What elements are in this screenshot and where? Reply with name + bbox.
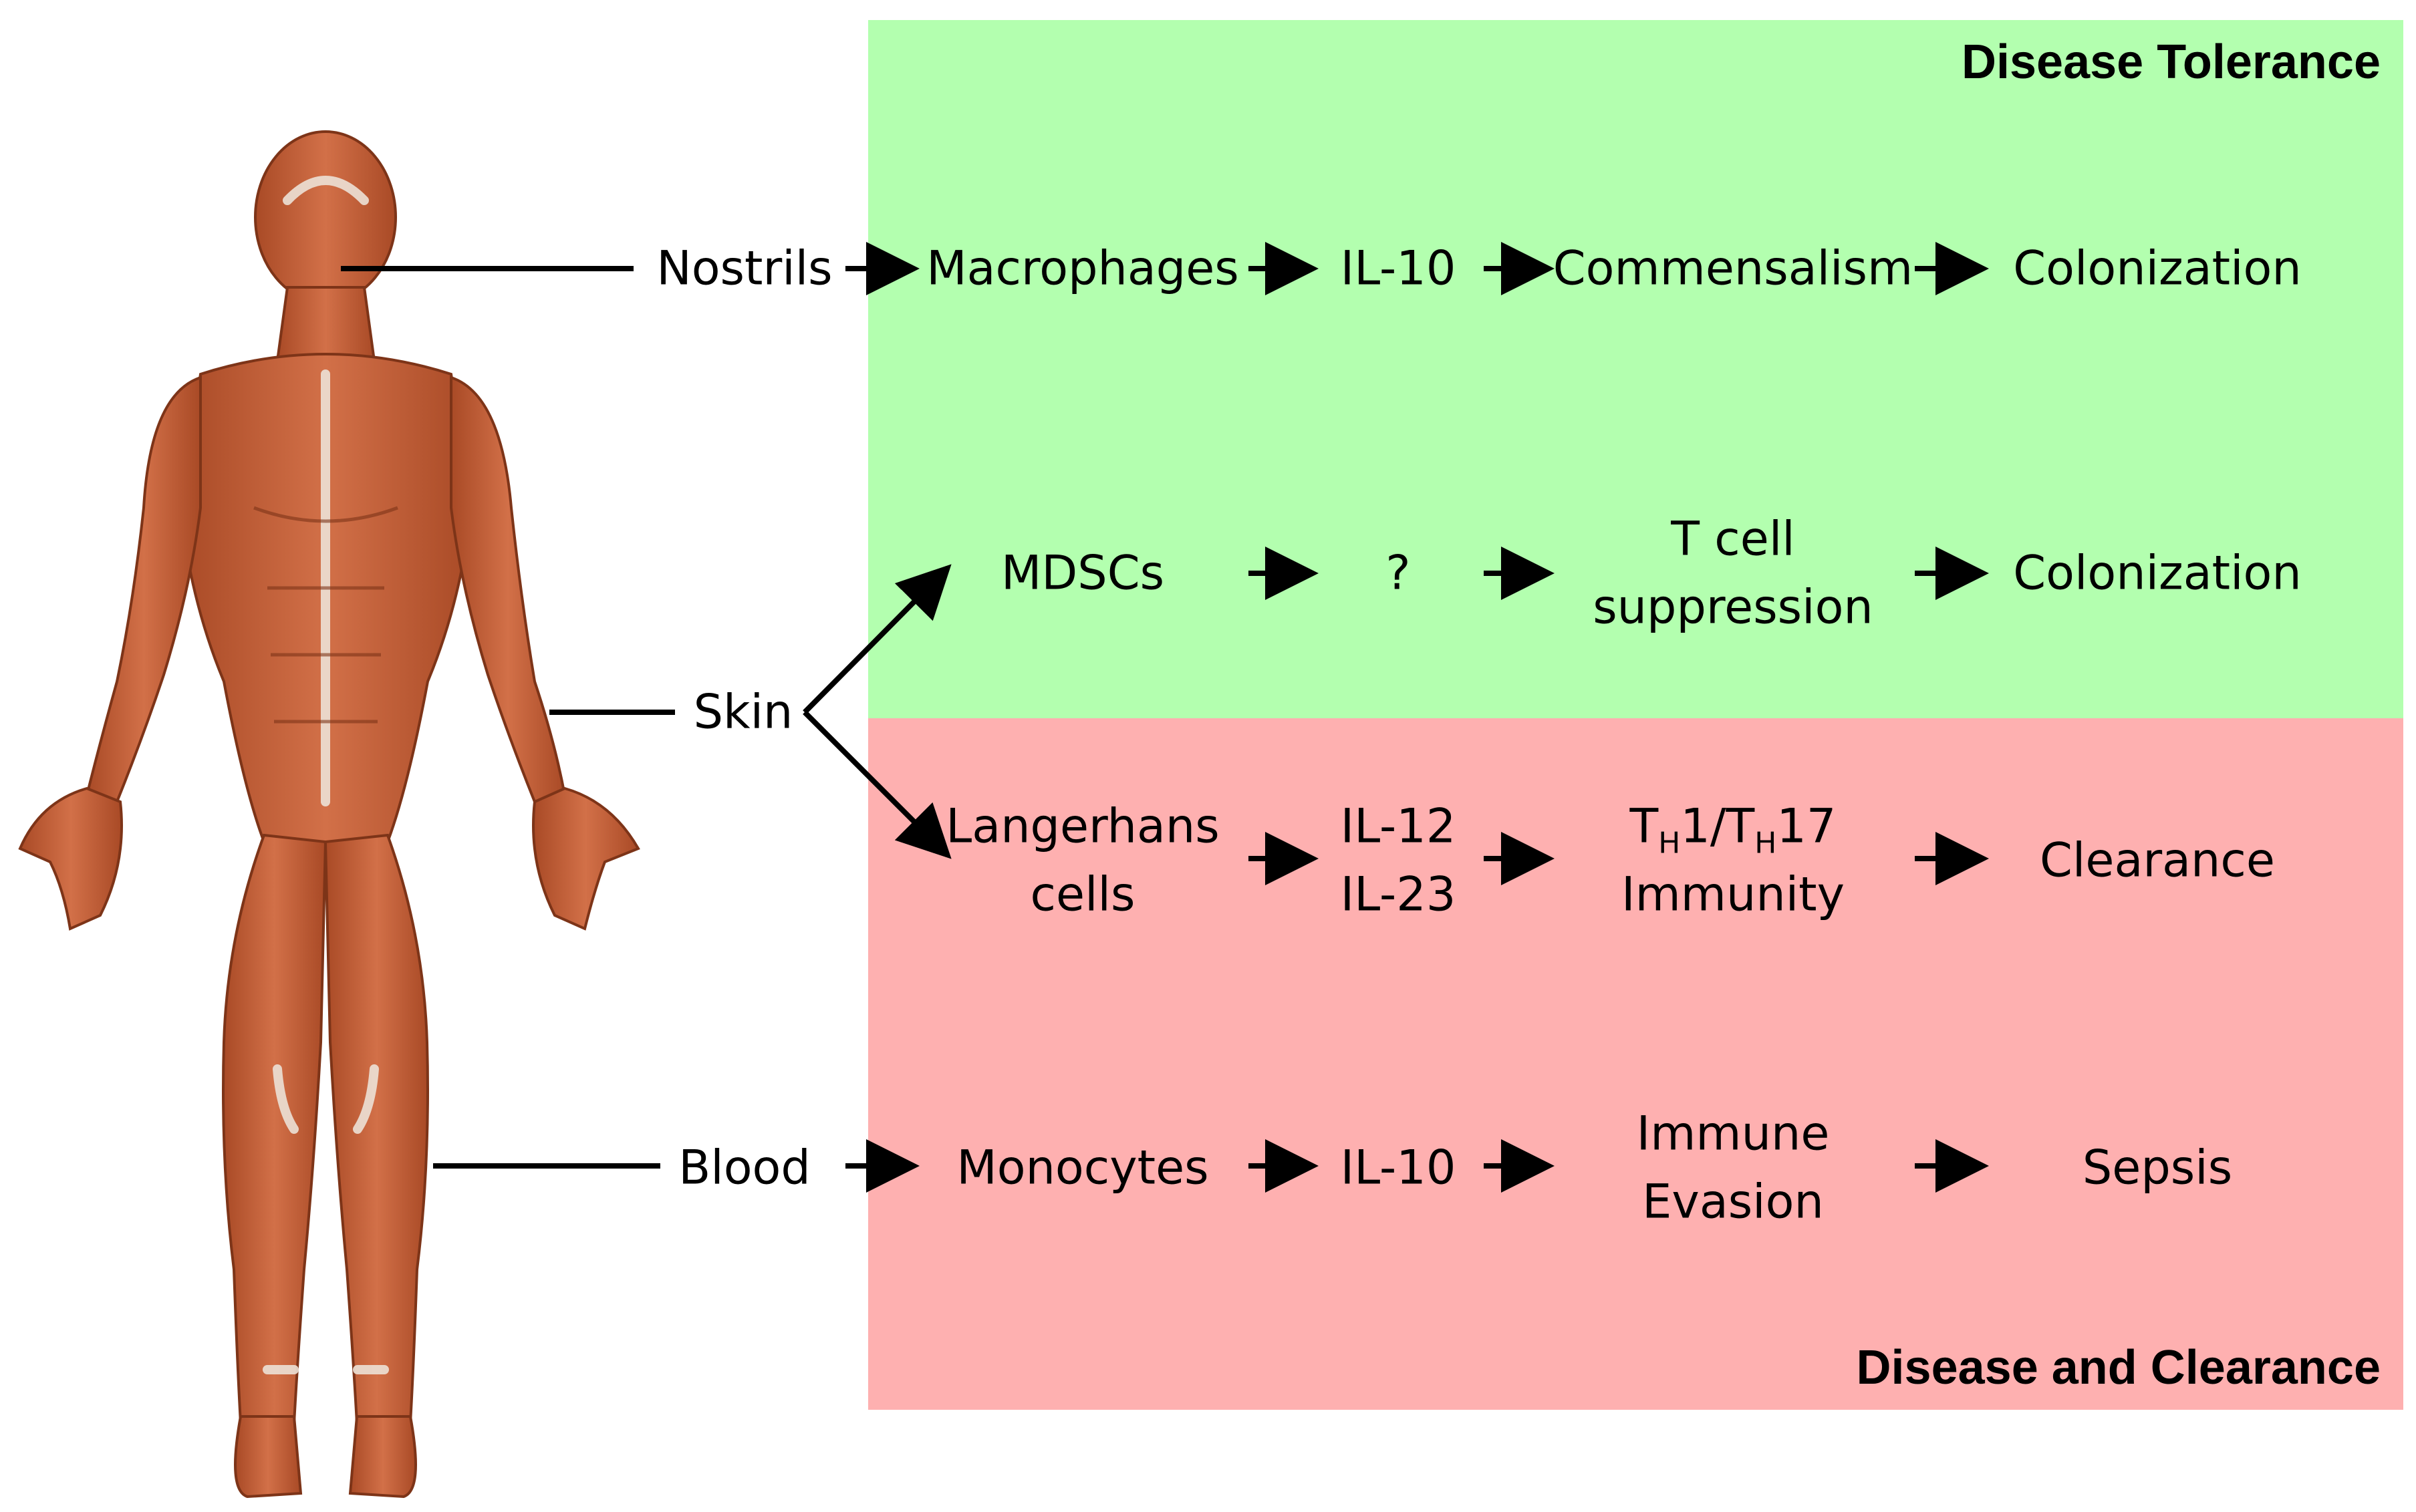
mdscs-label: MDSCs (1000, 545, 1165, 601)
th1-th17-line: TH1/TH17 (1629, 798, 1837, 861)
il10-label: IL-10 (1340, 241, 1456, 296)
colonization-label-2: Colonization (2013, 545, 2302, 601)
il12-il23-label: IL-12 IL-23 (1341, 793, 1456, 929)
skin-branch-up-arrow-icon (803, 564, 952, 714)
suppression-line: suppression (1593, 579, 1873, 634)
evasion-line: Evasion (1642, 1174, 1824, 1229)
colonization-label: Colonization (2013, 241, 2302, 296)
commensalism-label: Commensalism (1553, 241, 1913, 296)
langerhans-line: Langerhans (946, 798, 1220, 854)
immune-line: Immune (1636, 1106, 1830, 1161)
skin-branch-down-arrow-icon (803, 710, 952, 859)
immune-evasion-label: Immune Evasion (1637, 1100, 1830, 1236)
t-cell-suppression-label: T cell suppression (1593, 506, 1873, 641)
cells-line: cells (1030, 867, 1135, 921)
unknown-mediator-label: ? (1385, 545, 1411, 601)
disease-clearance-title: Disease and Clearance (1856, 1341, 2381, 1394)
disease-tolerance-zone: Disease Tolerance (868, 20, 2403, 718)
clearance-label: Clearance (2040, 833, 2275, 888)
disease-clearance-zone: Disease and Clearance (868, 718, 2403, 1410)
site-nostrils: Nostrils (656, 241, 833, 296)
disease-tolerance-title: Disease Tolerance (1961, 35, 2381, 89)
langerhans-cells-label: Langerhans cells (946, 793, 1219, 929)
site-skin: Skin (693, 684, 793, 740)
immunity-line: Immunity (1621, 867, 1845, 921)
il10-label-2: IL-10 (1340, 1140, 1456, 1195)
monocytes-label: Monocytes (956, 1140, 1209, 1195)
site-blood: Blood (678, 1140, 811, 1195)
il12-line: IL-12 (1340, 798, 1456, 854)
t-cell-line: T cell (1671, 511, 1795, 567)
sepsis-label: Sepsis (2082, 1140, 2233, 1195)
th1-th17-immunity-label: TH1/TH17 Immunity (1621, 793, 1845, 929)
il23-line: IL-23 (1340, 867, 1456, 921)
macrophages-label: Macrophages (926, 241, 1239, 296)
human-muscle-anatomy-figure-icon (18, 130, 640, 1499)
